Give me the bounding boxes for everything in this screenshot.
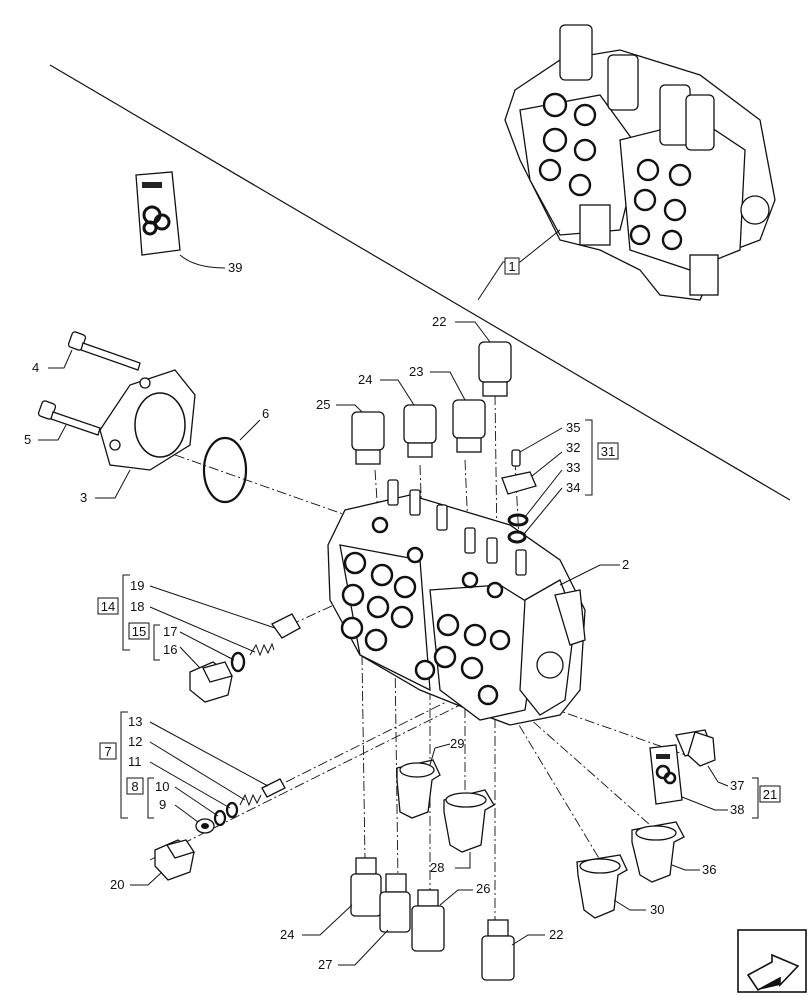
plug-25 <box>351 411 385 465</box>
callout-35: 35 <box>566 420 580 435</box>
callout-3: 3 <box>80 490 87 505</box>
callout-22-bottom: 22 <box>549 927 563 942</box>
callout-31: 31 <box>601 444 615 459</box>
ring-34 <box>507 530 527 544</box>
callout-20: 20 <box>110 877 124 892</box>
poppet-9 <box>195 818 215 834</box>
callout-39: 39 <box>228 260 242 275</box>
callout-4: 4 <box>32 360 39 375</box>
callout-17: 17 <box>163 624 177 639</box>
callout-38: 38 <box>730 802 744 817</box>
ring-17 <box>230 651 246 673</box>
callout-22-top: 22 <box>432 314 446 329</box>
ring-11 <box>225 801 239 819</box>
callout-24-top: 24 <box>358 372 372 387</box>
callout-7: 7 <box>104 744 111 759</box>
plug-24-bottom <box>350 857 382 917</box>
callout-9: 9 <box>159 797 166 812</box>
callout-box-1 <box>504 257 520 275</box>
callout-19: 19 <box>130 578 144 593</box>
poppet-19 <box>271 613 301 639</box>
spool-13 <box>261 778 286 798</box>
bolt-4 <box>67 331 141 371</box>
callout-37: 37 <box>730 778 744 793</box>
callout-28: 28 <box>430 860 444 875</box>
seal-kit-38 <box>649 744 683 805</box>
callout-8: 8 <box>131 779 138 794</box>
bolt-5 <box>37 400 101 436</box>
callout-27: 27 <box>318 957 332 972</box>
callout-32: 32 <box>566 440 580 455</box>
callout-11: 11 <box>128 754 142 769</box>
plug-27 <box>379 873 411 933</box>
callout-box-21 <box>759 785 781 803</box>
cap-28 <box>443 789 495 853</box>
cap-29 <box>396 759 441 819</box>
callout-34: 34 <box>566 480 580 495</box>
callout-24-bottom: 24 <box>280 927 294 942</box>
callout-16: 16 <box>163 642 177 657</box>
callout-18: 18 <box>130 599 144 614</box>
callout-21: 21 <box>763 787 777 802</box>
plug-22-bottom <box>481 919 515 981</box>
plug-23 <box>452 399 486 453</box>
seal-plate-32 <box>501 471 537 495</box>
assembled-valve-illustration <box>504 24 776 301</box>
spring-12 <box>239 793 262 807</box>
valve-body-2 <box>327 479 586 726</box>
callout-2: 2 <box>622 557 629 572</box>
ring-10 <box>213 809 227 827</box>
relief-plug-37 <box>675 729 716 767</box>
plug-22-top <box>478 341 512 397</box>
callout-10: 10 <box>155 779 169 794</box>
ring-33 <box>507 513 529 527</box>
cap-30 <box>576 854 628 919</box>
callout-5: 5 <box>24 432 31 447</box>
section-divider-line <box>49 64 791 501</box>
callout-box-15 <box>128 622 150 640</box>
o-ring-6 <box>202 436 248 504</box>
callout-23: 23 <box>409 364 423 379</box>
callout-25: 25 <box>316 397 330 412</box>
callout-15: 15 <box>132 624 146 639</box>
callout-33: 33 <box>566 460 580 475</box>
flange-cover-3 <box>99 369 196 471</box>
callout-box-8 <box>126 777 144 795</box>
cap-36 <box>631 821 685 883</box>
callout-36: 36 <box>702 862 716 877</box>
callout-box-14 <box>97 597 119 615</box>
callout-29: 29 <box>450 736 464 751</box>
callout-26: 26 <box>476 881 490 896</box>
callout-12: 12 <box>128 734 142 749</box>
callout-1: 1 <box>508 259 515 274</box>
spring-18 <box>249 642 275 657</box>
callout-30: 30 <box>650 902 664 917</box>
callout-box-7 <box>99 742 117 760</box>
callout-14: 14 <box>101 599 115 614</box>
plug-20 <box>154 839 196 881</box>
plug-16 <box>189 661 233 703</box>
plug-24-top <box>403 404 437 458</box>
screw-35 <box>511 449 521 467</box>
callout-box-31 <box>597 442 619 460</box>
callout-13: 13 <box>128 714 142 729</box>
next-page-arrow-icon[interactable] <box>737 929 807 993</box>
seal-kit-bag-icon <box>135 171 181 256</box>
callout-6: 6 <box>262 406 269 421</box>
plug-26 <box>411 889 445 952</box>
